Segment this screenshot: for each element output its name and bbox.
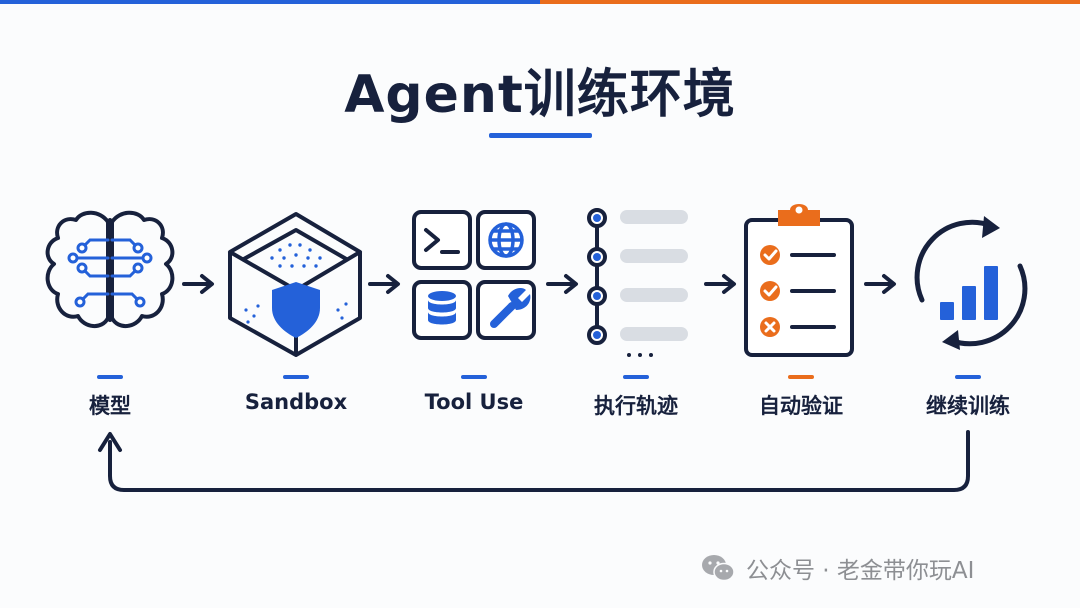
- wrench-icon: [490, 288, 531, 328]
- flow-arrow-2: [368, 274, 400, 294]
- stage-trajectory: [580, 200, 740, 370]
- top-accent-bar-orange: [540, 0, 1080, 4]
- brain-icon: [45, 210, 175, 328]
- stage-continue-training-label: 继续训练: [926, 394, 1010, 418]
- flow-arrow-1: [182, 274, 214, 294]
- footer-watermark: 公众号 · 老金带你玩AI: [700, 552, 974, 584]
- stage-tool-use-label: Tool Use: [424, 390, 524, 414]
- stage-trajectory-label: 执行轨迹: [594, 394, 678, 418]
- database-icon: [428, 291, 456, 325]
- stage-sandbox-label: Sandbox: [244, 390, 348, 414]
- stage-continue-training: [900, 200, 1060, 370]
- terminal-icon: [424, 228, 460, 254]
- stage-auto-verify: [740, 200, 900, 370]
- stage-tool-use-dash: [461, 375, 487, 379]
- tools-grid-icon: [412, 210, 536, 340]
- stage-sandbox-dash: [283, 375, 309, 379]
- checklist-clipboard-icon: [744, 204, 854, 357]
- wechat-icon: [702, 555, 735, 582]
- footer-text: 公众号 · 老金带你玩AI: [746, 558, 975, 584]
- cycle-bar-chart-icon: [914, 216, 1028, 350]
- stage-auto-verify-label: 自动验证: [759, 394, 843, 418]
- flow-arrow-4: [704, 274, 736, 294]
- globe-icon: [488, 222, 524, 258]
- sandbox-box-shield-icon: [228, 212, 362, 357]
- page-title: Agent训练环境: [344, 65, 736, 125]
- stage-model-dash: [97, 375, 123, 379]
- flow-arrow-3: [546, 274, 578, 294]
- stage-trajectory-dash: [623, 375, 649, 379]
- flow-arrow-5: [864, 274, 896, 294]
- stage-auto-verify-dash: [788, 375, 814, 379]
- stage-continue-training-dash: [955, 375, 981, 379]
- top-accent-bar-blue: [0, 0, 540, 4]
- stage-sandbox: [220, 200, 380, 370]
- trajectory-timeline-icon: [587, 208, 688, 357]
- stage-model-label: 模型: [89, 394, 131, 418]
- stage-model: [30, 200, 190, 370]
- stage-tool-use: [404, 200, 564, 370]
- title-underline: [489, 133, 592, 138]
